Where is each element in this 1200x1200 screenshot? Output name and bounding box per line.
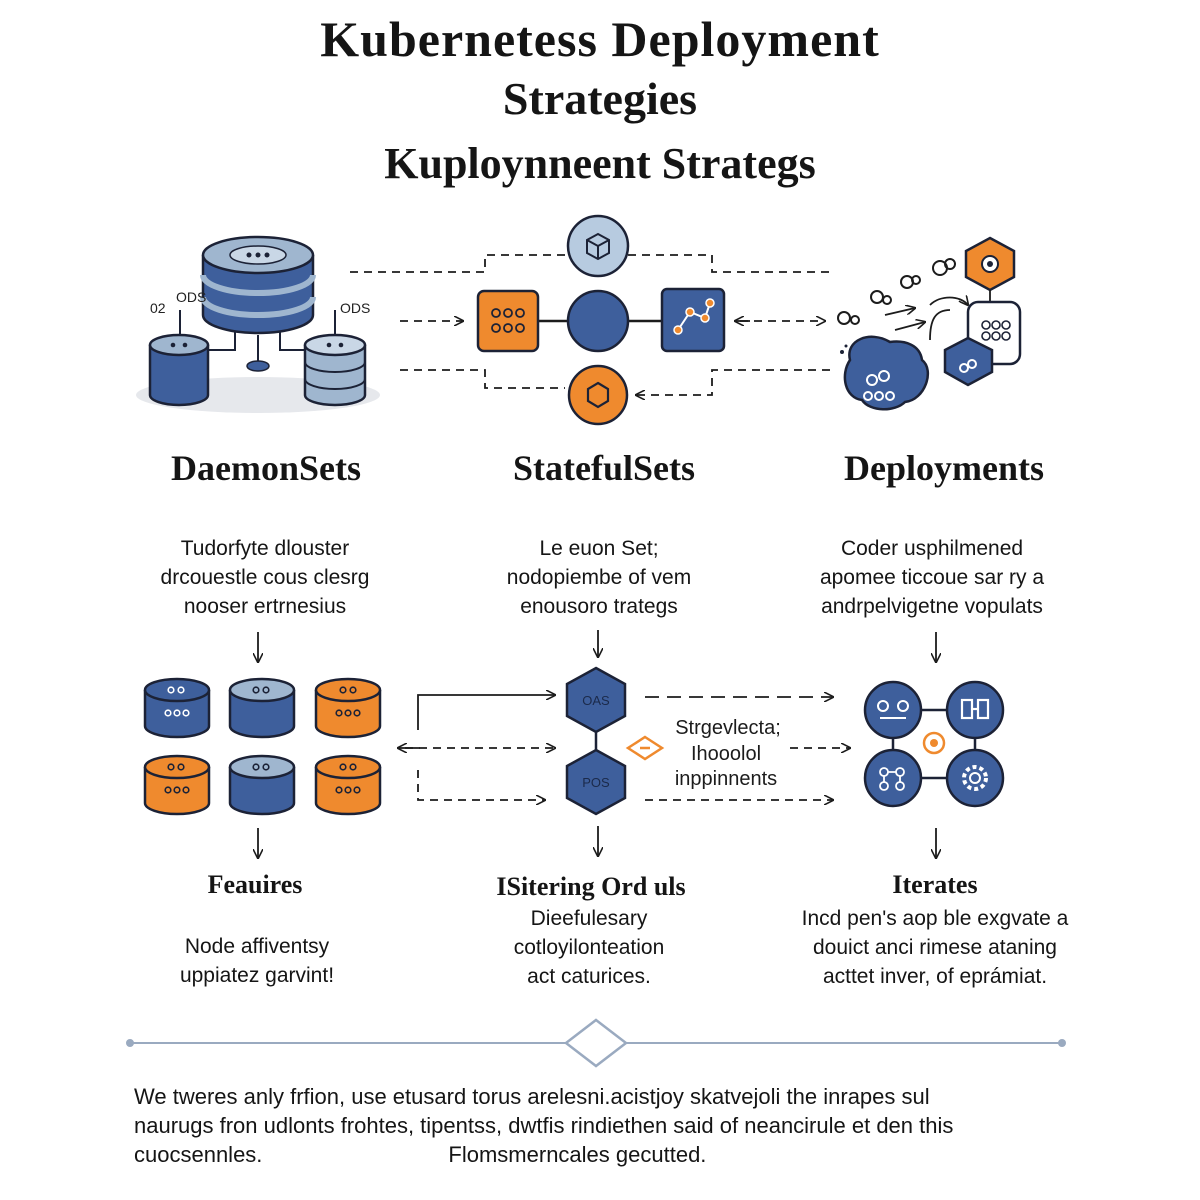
pods-icon — [863, 680, 923, 740]
db-label: ODS — [176, 289, 206, 305]
hexagon-node-icon — [567, 364, 629, 426]
small-database-icon — [148, 333, 210, 407]
column-heading-daemonsets: DaemonSets — [171, 448, 361, 488]
network-graph-icon — [660, 287, 726, 353]
small-database-icon — [303, 333, 367, 407]
deployments-subheading: Iterates — [892, 870, 978, 899]
footer-line: cuocsennles. Flomsmerncales gecutted. — [134, 1140, 1094, 1169]
detail-line: uppiatez garvint! — [179, 964, 335, 987]
description-line: nodopiembe of vem — [506, 566, 692, 589]
cluster-map-icon — [863, 748, 923, 808]
description-line: Tudorfyte dlouster — [180, 537, 350, 560]
statefulset-flow: OAS POS Strgevlecta; Ihooolol inppinnent… — [398, 666, 850, 816]
page-secondary-title: Kuploynneent Strategs — [384, 139, 816, 188]
large-database-icon — [200, 235, 316, 335]
deployments-description: Coder usphilmened apomee ticcoue sar ry … — [752, 534, 1112, 621]
description-line: apomee ticcoue sar ry a — [819, 566, 1045, 589]
detail-line: cotloyilonteation — [513, 936, 665, 959]
divider-diamond-icon — [563, 1018, 629, 1068]
database-icon — [228, 677, 296, 739]
database-grid — [143, 677, 382, 816]
footer-paragraph: We tweres anly frfion, use etusard torus… — [134, 1082, 1094, 1169]
detail-line: act caturices. — [527, 965, 651, 988]
statefulsets-subheading: ISitering Ord uls — [496, 872, 686, 901]
hex-label: POS — [582, 775, 610, 790]
db-label: 02 — [150, 300, 166, 316]
description-line: drcouestle cous clesrg — [160, 566, 370, 589]
footer-line-right: Flomsmerncales gecutted. — [448, 1142, 707, 1167]
description-line: Le euon Set; — [539, 537, 659, 560]
daemonsets-illustration: 02 ODS ODS — [136, 235, 380, 413]
gear-icon — [945, 748, 1005, 808]
daemonsets-details: Node affiventsy uppiatez garvint! — [77, 932, 437, 990]
middle-note-line: inppinnents — [675, 768, 777, 790]
detail-line: Incd pen's aop ble exgvate a — [801, 907, 1069, 930]
statefulsets-details: Dieefulesary cotloyilonteation act catur… — [409, 904, 769, 991]
statefulsets-description: Le euon Set; nodopiembe of vem enousoro … — [419, 534, 779, 621]
description-line: nooser ertrnesius — [183, 595, 347, 618]
detail-line: Node affiventsy — [184, 935, 330, 958]
footer-line: naurugs fron udlonts frohtes, tipentss, … — [134, 1113, 954, 1138]
footer-line: We tweres anly frfion, use etusard torus… — [134, 1084, 930, 1109]
database-icon — [228, 754, 296, 816]
deployments-details: Incd pen's aop ble exgvate a douict anci… — [750, 904, 1120, 991]
pod-grid-icon — [476, 289, 540, 353]
detail-line: Dieefulesary — [530, 907, 648, 930]
cluster-blob-icon — [843, 335, 930, 411]
flow-arrows — [258, 630, 936, 858]
deployments-illustration — [837, 236, 1022, 411]
deployment-icon-cluster — [863, 680, 1005, 808]
description-line: enousoro trategs — [520, 595, 678, 618]
hexagon-icon — [565, 748, 627, 816]
middle-note-line: Strgevlecta; — [675, 717, 781, 739]
statefulsets-illustration — [350, 214, 830, 426]
database-icon — [314, 754, 382, 816]
column-heading-statefulsets: StatefulSets — [513, 448, 695, 488]
node-circle-icon — [566, 289, 630, 353]
database-icon — [143, 677, 211, 739]
hex-label: OAS — [582, 693, 610, 708]
column-heading-deployments: Deployments — [844, 448, 1044, 488]
description-line: Coder usphilmened — [840, 537, 1024, 560]
daemonsets-subheading: Feauires — [207, 870, 303, 899]
detail-line: acttet inver, of eprámiat. — [822, 965, 1048, 988]
daemonsets-description: Tudorfyte dlouster drcouestle cous clesr… — [85, 534, 445, 621]
detail-line: douict anci rimese ataning — [813, 936, 1057, 959]
database-icon — [143, 754, 211, 816]
footer-line-left: cuocsennles. — [134, 1142, 263, 1167]
db-label: ODS — [340, 300, 370, 316]
database-icon — [314, 677, 382, 739]
page-subtitle: Strategies — [502, 73, 698, 124]
page-title: Kubernetess Deployment — [320, 11, 880, 67]
bubble-icons — [837, 258, 956, 325]
middle-note-line: Ihooolol — [691, 743, 761, 765]
section-divider — [126, 1018, 1066, 1068]
description-line: andrpelvigetne vopulats — [821, 595, 1043, 618]
